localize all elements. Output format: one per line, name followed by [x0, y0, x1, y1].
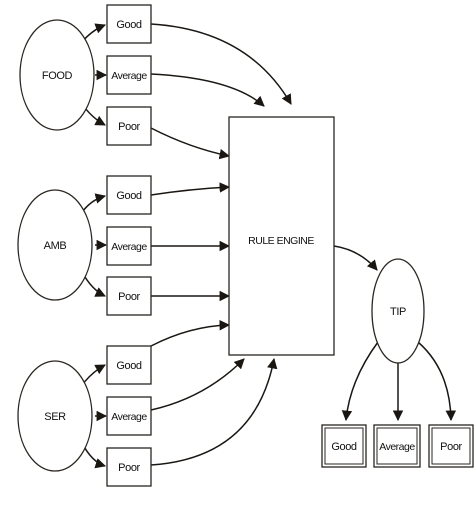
rule-engine-box [228, 116, 335, 356]
edge-ser-good-to-engine [150, 319, 231, 347]
amb-poor-label: Poor [118, 291, 140, 303]
edge-tip-to-poor [417, 341, 457, 422]
edge-food-average-to-engine [150, 73, 265, 107]
edge-food-poor-to-engine [150, 127, 231, 160]
tip-poor-label: Poor [440, 441, 462, 453]
tip-ellipse [371, 258, 425, 364]
amb-good-box [106, 175, 152, 215]
food-average-label: Average [111, 70, 147, 82]
tip-good-label: Good [331, 441, 357, 453]
rule-engine: RULE ENGINE [228, 116, 335, 356]
tip-good-box [321, 424, 367, 468]
ser-label: SER [44, 411, 66, 423]
ser-good-box [106, 345, 152, 385]
ser-ellipse [17, 360, 93, 472]
input-ser: SER Good Average Poor [17, 345, 152, 487]
edge-ser-average-to-engine [150, 358, 245, 411]
tip-good-box-inner [324, 427, 364, 465]
edge-food-good-to-engine [150, 23, 292, 105]
food-ellipse [19, 19, 95, 131]
ser-good-label: Good [116, 360, 142, 372]
input-amb: AMB Good Average Poor [17, 175, 152, 316]
ser-average-box [106, 396, 152, 436]
tip-average-label: Average [379, 441, 415, 453]
food-poor-label: Poor [118, 121, 140, 133]
ser-average-label: Average [111, 411, 147, 423]
tip-poor-box [428, 424, 474, 468]
amb-average-label: Average [111, 241, 147, 253]
output-tip: TIP Good Average Poor [321, 258, 474, 468]
rule-engine-label: RULE ENGINE [248, 235, 314, 247]
edge-ser-to-good [81, 364, 106, 386]
food-average-box [106, 55, 152, 95]
edge-ser-poor-to-engine [150, 357, 278, 466]
amb-average-box [106, 226, 152, 266]
amb-ellipse [17, 189, 93, 301]
edge-tip-to-good [341, 341, 379, 422]
amb-label: AMB [44, 240, 67, 252]
tip-label: TIP [390, 306, 406, 318]
food-label: FOOD [42, 70, 73, 82]
amb-good-label: Good [116, 190, 142, 202]
tip-average-box-inner [376, 427, 418, 465]
tip-average-box [373, 424, 421, 468]
ser-poor-label: Poor [118, 462, 140, 474]
food-poor-box [106, 106, 152, 146]
edge-amb-good-to-engine [150, 182, 231, 196]
amb-poor-box [106, 276, 152, 316]
ser-poor-box [106, 447, 152, 487]
edge-engine-to-tip [333, 245, 378, 271]
input-food: FOOD Good Average Poor [19, 4, 152, 146]
food-good-label: Good [116, 19, 142, 31]
food-good-box [106, 4, 152, 44]
tip-poor-box-inner [431, 427, 471, 465]
